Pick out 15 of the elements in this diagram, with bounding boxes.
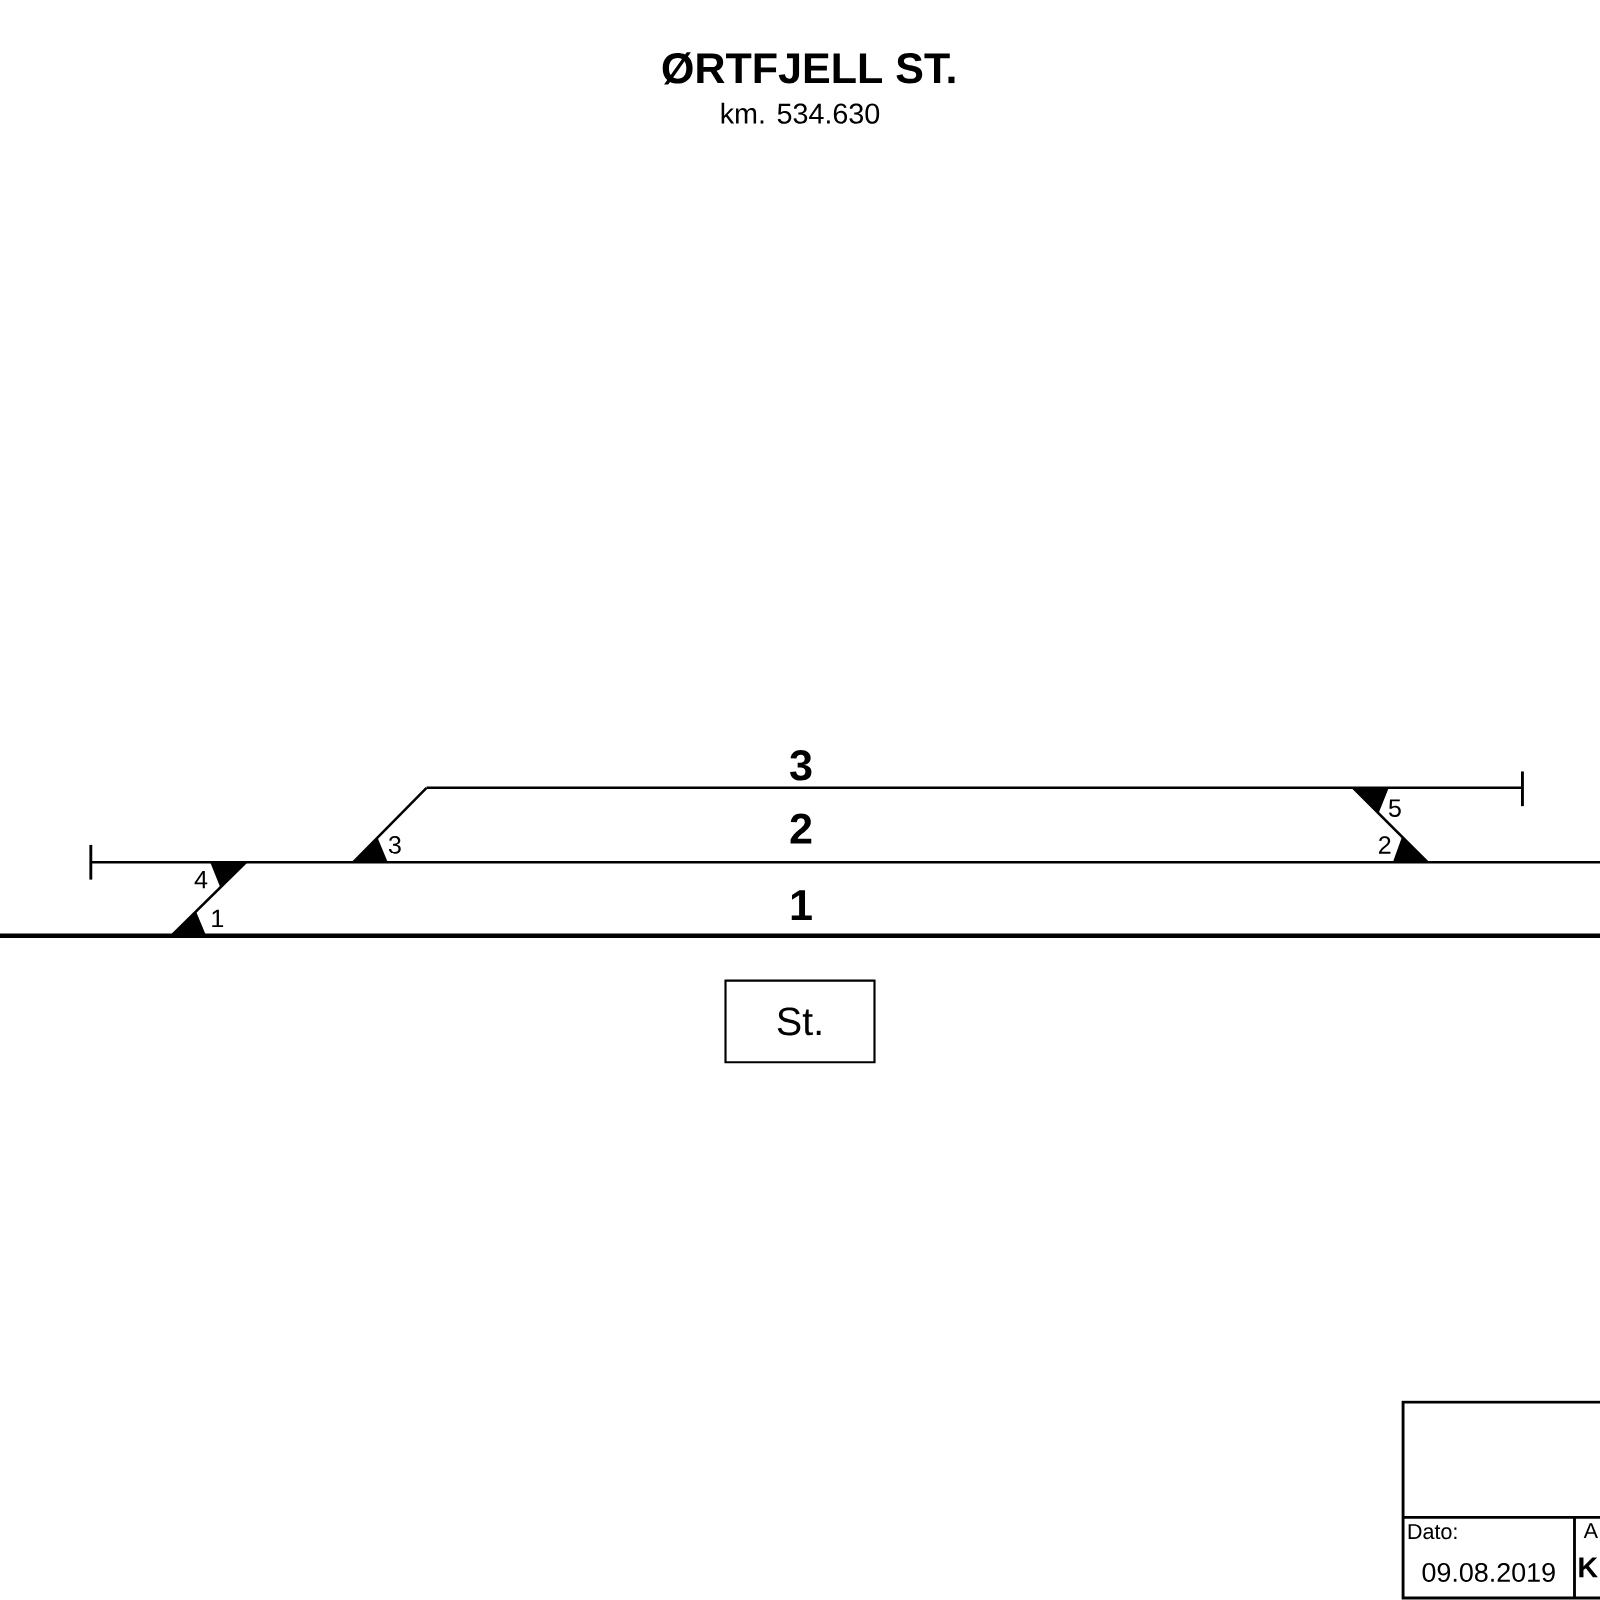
field-value: K [1579, 1557, 1598, 1578]
track-number: 3 [790, 750, 812, 781]
field-label: A [1583, 1523, 1598, 1539]
title: ØRTFJELL ST. [662, 52, 955, 85]
track-number: 1 [791, 890, 812, 920]
switch-number: 5 [1388, 799, 1401, 817]
switch-number: 1 [212, 909, 224, 927]
km-label: km. 534.630 [721, 102, 880, 124]
field-label: Dato: [1408, 1524, 1457, 1540]
switch-number: 4 [194, 871, 208, 889]
switch-number: 3 [388, 836, 401, 854]
station-box: St. [724, 979, 876, 1064]
switch-number: 2 [1378, 836, 1391, 854]
date-value: 09.08.2019 [1422, 1562, 1555, 1582]
track-number: 2 [790, 813, 812, 844]
